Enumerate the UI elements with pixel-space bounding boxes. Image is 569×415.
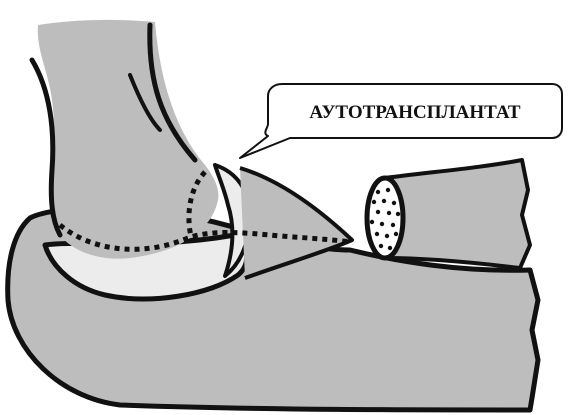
callout-label: АУТОТРАНСПЛАНТАТ bbox=[309, 102, 520, 123]
graft-cylinder bbox=[385, 160, 530, 268]
graft-end bbox=[367, 178, 403, 258]
